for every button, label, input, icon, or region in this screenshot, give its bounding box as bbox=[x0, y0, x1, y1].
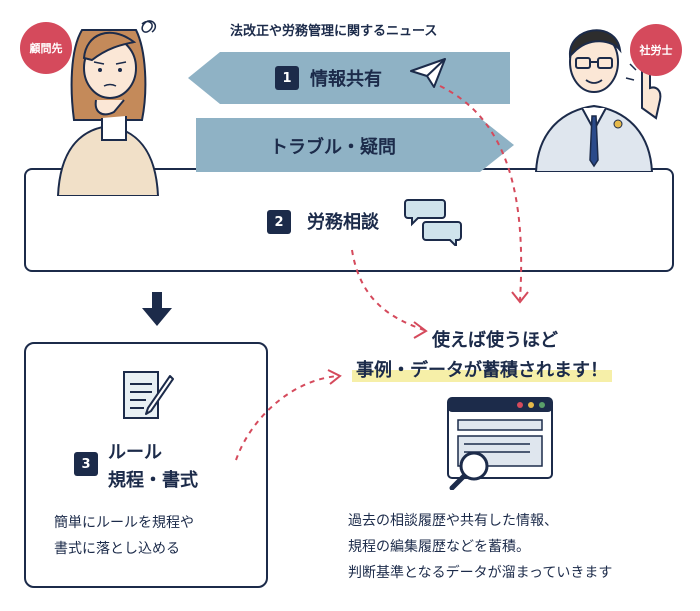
news-caption: 法改正や労務管理に関するニュース bbox=[230, 24, 438, 39]
paper-plane-icon bbox=[410, 58, 446, 88]
consultant-badge: 社労士 bbox=[630, 24, 682, 76]
headline-highlight bbox=[352, 370, 612, 382]
data-window-search-icon bbox=[447, 397, 553, 490]
step1-number: 1 bbox=[275, 66, 299, 90]
step2-label: 労務相談 bbox=[307, 212, 379, 233]
step3-number: 3 bbox=[74, 452, 98, 476]
step1-label: 情報共有 bbox=[310, 69, 382, 90]
step3-label-line2: 規程・書式 bbox=[108, 470, 198, 491]
client-badge: 顧問先 bbox=[20, 22, 72, 74]
trouble-arrow bbox=[196, 118, 514, 172]
headline-line1: 使えば使うほど bbox=[432, 330, 558, 351]
chat-bubbles-icon bbox=[404, 199, 462, 246]
step3-desc-line2: 書式に落とし込める bbox=[54, 541, 180, 557]
accumulate-line3: 判断基準となるデータが溜まっていきます bbox=[348, 565, 613, 581]
accumulate-line2: 規程の編集履歴などを蓄積。 bbox=[348, 539, 530, 555]
down-arrow-icon bbox=[142, 292, 172, 326]
step2-number: 2 bbox=[267, 210, 291, 234]
step3-label-line1: ルール bbox=[108, 442, 162, 463]
document-pen-icon bbox=[123, 371, 174, 419]
accumulate-line1: 過去の相談履歴や共有した情報、 bbox=[348, 513, 558, 529]
consultant-person-illustration bbox=[534, 29, 662, 172]
trouble-label: トラブル・疑問 bbox=[270, 137, 396, 158]
headline-line2: 事例・データが蓄積されます！ bbox=[356, 360, 608, 381]
rules-panel bbox=[24, 342, 268, 588]
client-person-illustration bbox=[56, 20, 160, 196]
step3-desc-line1: 簡単にルールを規程や bbox=[54, 515, 194, 531]
